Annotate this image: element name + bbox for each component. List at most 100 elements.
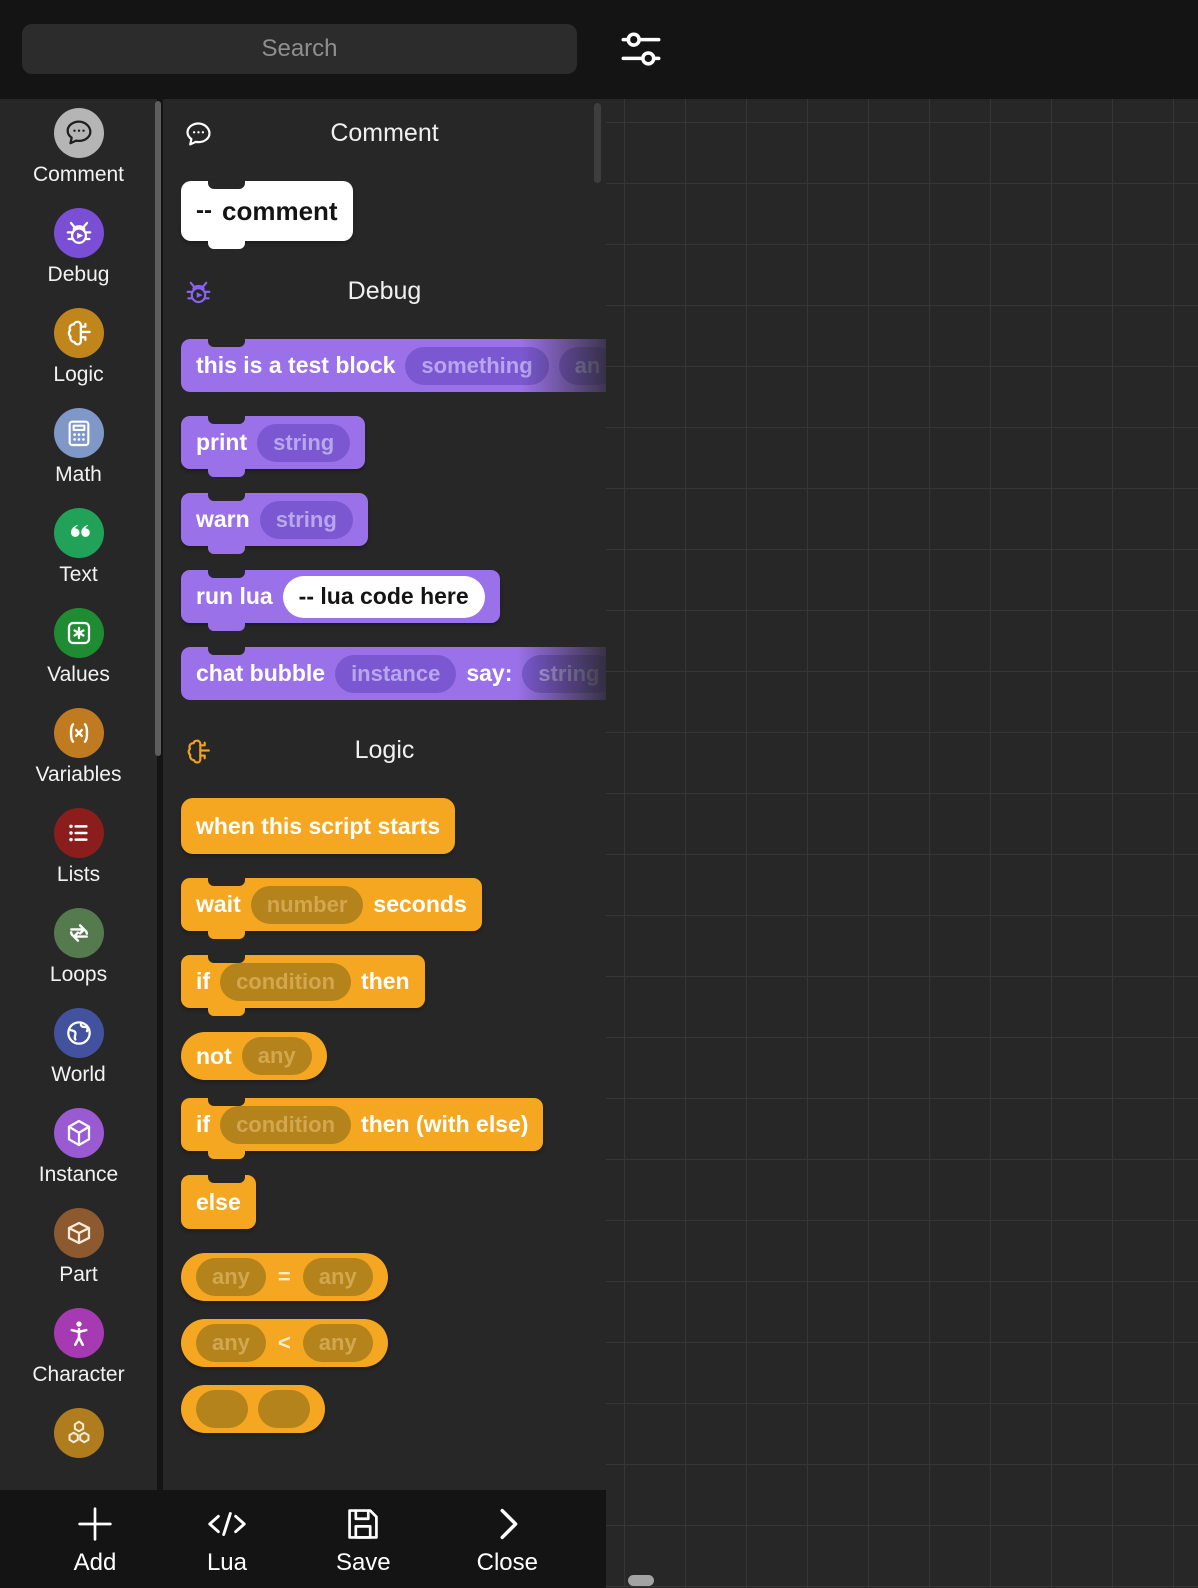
- cube-icon: [53, 1108, 104, 1158]
- quotes-icon: [53, 508, 104, 558]
- block-input-slot[interactable]: [196, 1390, 248, 1428]
- code-icon: [204, 1501, 250, 1547]
- save-button[interactable]: Save: [336, 1501, 391, 1577]
- section-title: Logic: [354, 736, 415, 764]
- block-input-slot[interactable]: condition: [220, 1105, 352, 1144]
- block-input-slot[interactable]: any: [196, 1324, 266, 1362]
- section-title: Debug: [347, 277, 422, 305]
- block-input-slot[interactable]: an: [558, 346, 606, 385]
- block-label: --: [196, 197, 212, 224]
- palette-block-if[interactable]: if condition then (with else): [181, 1098, 544, 1159]
- block-operator: =: [277, 1264, 291, 1289]
- block-label: run lua: [196, 583, 273, 609]
- list-icon: [53, 808, 104, 858]
- palette-block-warn[interactable]: warn string: [181, 493, 368, 554]
- palette-block-else[interactable]: else: [181, 1175, 256, 1229]
- block-operator: <: [277, 1330, 291, 1355]
- palette-block-run-lua[interactable]: run lua -- lua code here: [181, 570, 500, 631]
- palette-block-operator[interactable]: any < any: [181, 1319, 388, 1367]
- palette-block-operator[interactable]: any = any: [181, 1253, 388, 1301]
- sidebar-item-world[interactable]: World: [0, 1008, 157, 1088]
- sidebar-item-label: Lists: [56, 863, 101, 886]
- sidebar-item-instance[interactable]: Instance: [0, 1108, 157, 1188]
- block-input-slot[interactable]: number: [250, 885, 364, 924]
- block-label: warn: [196, 506, 250, 532]
- sidebar-item-variables[interactable]: Variables: [0, 708, 157, 788]
- palette-scrollbar[interactable]: [594, 103, 601, 183]
- sidebar-item-comment[interactable]: Comment: [0, 108, 157, 188]
- block-label: seconds: [373, 891, 467, 917]
- sidebar-item-label: Logic: [53, 363, 104, 386]
- block-input-slot[interactable]: string: [522, 654, 606, 693]
- globe-icon: [53, 1008, 104, 1058]
- top-bar: [0, 0, 1198, 99]
- block-input-slot[interactable]: something: [405, 346, 549, 385]
- palette-block-wait[interactable]: wait number seconds: [181, 878, 482, 939]
- sidebar-item-part[interactable]: Part: [0, 1208, 157, 1288]
- bug-icon: [183, 277, 214, 308]
- sidebar-item-more[interactable]: [0, 1408, 157, 1462]
- sidebar-item-logic[interactable]: Logic: [0, 308, 157, 388]
- close-button[interactable]: Close: [477, 1501, 538, 1577]
- block-text-field[interactable]: comment: [221, 195, 338, 226]
- plus-icon: [72, 1501, 118, 1547]
- brain-icon: [183, 736, 214, 767]
- section-header-debug: Debug: [163, 271, 606, 315]
- filter-button[interactable]: [616, 24, 666, 74]
- block-label: if: [196, 968, 211, 994]
- block-text-field[interactable]: -- lua code here: [282, 575, 485, 618]
- sidebar-item-lists[interactable]: Lists: [0, 808, 157, 888]
- calculator-icon: [53, 408, 104, 458]
- block-input-slot[interactable]: any: [196, 1258, 266, 1296]
- comment-icon: [183, 119, 214, 150]
- section-header-logic: Logic: [163, 730, 606, 774]
- comment-icon: [53, 108, 104, 158]
- block-input-slot[interactable]: condition: [220, 962, 352, 1001]
- block-input-slot[interactable]: string: [259, 500, 353, 539]
- sidebar-item-label: Instance: [38, 1163, 119, 1186]
- sidebar-item-label: World: [51, 1063, 106, 1086]
- sidebar-item-text[interactable]: Text: [0, 508, 157, 588]
- bug-icon: [53, 208, 104, 258]
- block-label: wait: [196, 891, 241, 917]
- button-label: Save: [335, 1549, 391, 1576]
- button-label: Lua: [206, 1549, 247, 1576]
- sidebar-item-values[interactable]: Values: [0, 608, 157, 688]
- block-input-slot[interactable]: string: [257, 423, 351, 462]
- palette-block--[interactable]: -- comment: [181, 181, 353, 249]
- block-label: this is a test block: [196, 352, 396, 378]
- workspace-canvas[interactable]: [606, 99, 1198, 1588]
- brain-icon: [53, 308, 104, 358]
- palette-block-operator[interactable]: [181, 1385, 325, 1433]
- block-input-slot[interactable]: any: [302, 1258, 373, 1296]
- search-input[interactable]: [22, 24, 577, 74]
- sidebar-item-character[interactable]: Character: [0, 1308, 157, 1388]
- block-label: chat bubble: [196, 660, 326, 686]
- block-input-slot[interactable]: any: [302, 1324, 373, 1362]
- blocks-icon: [53, 1408, 104, 1458]
- chevron-right-icon: [484, 1501, 530, 1547]
- sidebar-scrollbar[interactable]: [155, 101, 161, 756]
- block-input-slot[interactable]: any: [241, 1037, 312, 1075]
- lua-button[interactable]: Lua: [204, 1501, 250, 1577]
- sidebar-item-debug[interactable]: Debug: [0, 208, 157, 288]
- block-label: then (with else): [361, 1111, 529, 1137]
- add-button[interactable]: Add: [72, 1501, 118, 1577]
- block-label: if: [196, 1111, 211, 1137]
- sidebar-item-label: Variables: [35, 763, 122, 786]
- canvas-horizontal-scrollbar[interactable]: [628, 1575, 654, 1586]
- palette-block-when-this-script-starts[interactable]: when this script starts: [181, 798, 456, 854]
- sidebar-item-label: Loops: [49, 963, 108, 986]
- section-title: Comment: [330, 119, 439, 147]
- block-input-slot[interactable]: [258, 1390, 310, 1428]
- sidebar-item-math[interactable]: Math: [0, 408, 157, 488]
- sidebar-item-loops[interactable]: Loops: [0, 908, 157, 988]
- block-input-slot[interactable]: instance: [335, 654, 457, 693]
